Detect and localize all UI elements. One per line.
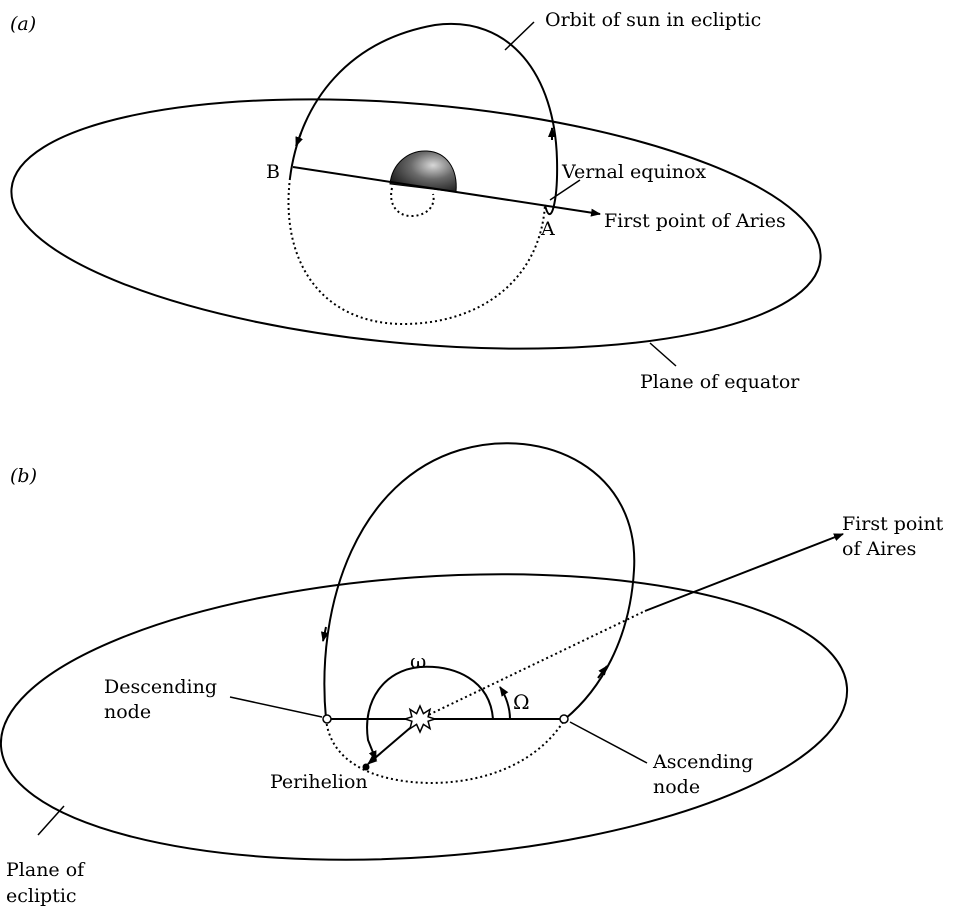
planet-orbit-lower	[325, 718, 566, 785]
descending-node-marker	[322, 714, 332, 724]
orbit-arrow-b-right	[597, 665, 608, 679]
ascending-label-line1: Ascending	[652, 751, 753, 773]
earth-hidden-arc	[390, 187, 435, 218]
plane-ecliptic-label-line2: ecliptic	[6, 885, 77, 907]
aries-direction-solid	[644, 533, 844, 612]
omega-upper-arc	[499, 686, 511, 720]
aries-label-line2: of Aires	[842, 538, 916, 560]
planet-orbit-upper	[323, 442, 636, 720]
perihelion-line	[367, 727, 411, 765]
descending-label-line2: node	[104, 701, 151, 723]
equinox-line	[292, 166, 601, 217]
panel-a-tag: (a)	[10, 13, 36, 35]
point-b-label: B	[266, 161, 280, 183]
omega-upper-label: Ω	[513, 690, 530, 714]
equator-plane-ellipse	[10, 98, 822, 350]
ascending-node-marker	[559, 714, 569, 724]
orbit-label-leader	[504, 21, 535, 51]
aries-direction-dotted	[419, 610, 646, 720]
sun-orbit-lower	[287, 177, 546, 326]
sun-icon	[402, 704, 438, 734]
aries-label-line1: First point	[842, 513, 944, 535]
ascending-label-line2: node	[653, 776, 700, 798]
perihelion-dot	[362, 763, 370, 771]
point-a-label: A	[540, 218, 555, 240]
panel-b-tag: (b)	[10, 465, 37, 487]
plane-ecliptic-leader	[37, 805, 65, 836]
equinox-label-leader	[549, 179, 581, 201]
ascending-leader	[569, 721, 648, 764]
sun-orbit-upper	[289, 22, 559, 215]
descending-leader	[229, 696, 323, 718]
earth-icon	[389, 150, 457, 193]
orbit-arrow-left	[295, 132, 303, 147]
plane-ecliptic-label-line1: Plane of	[6, 859, 86, 881]
orbit-label: Orbit of sun in ecliptic	[545, 9, 761, 31]
descending-label-line1: Descending	[104, 676, 217, 698]
panel-a: (a) Orbit of sun in ecliptic Vernal equi…	[10, 9, 822, 393]
perihelion-label: Perihelion	[270, 771, 368, 793]
omega-lower-label: ω	[410, 649, 426, 673]
aries-label: First point of Aries	[604, 210, 786, 232]
panel-b: (b) First point of Aires Des	[0, 442, 944, 907]
equinox-label: Vernal equinox	[561, 161, 706, 183]
plane-equator-label: Plane of equator	[640, 371, 800, 393]
ecliptic-plane-ellipse	[0, 573, 849, 861]
orbit-arrow-b-left	[320, 626, 329, 642]
plane-equator-leader	[649, 342, 677, 367]
omega-lower-arc	[366, 665, 494, 761]
